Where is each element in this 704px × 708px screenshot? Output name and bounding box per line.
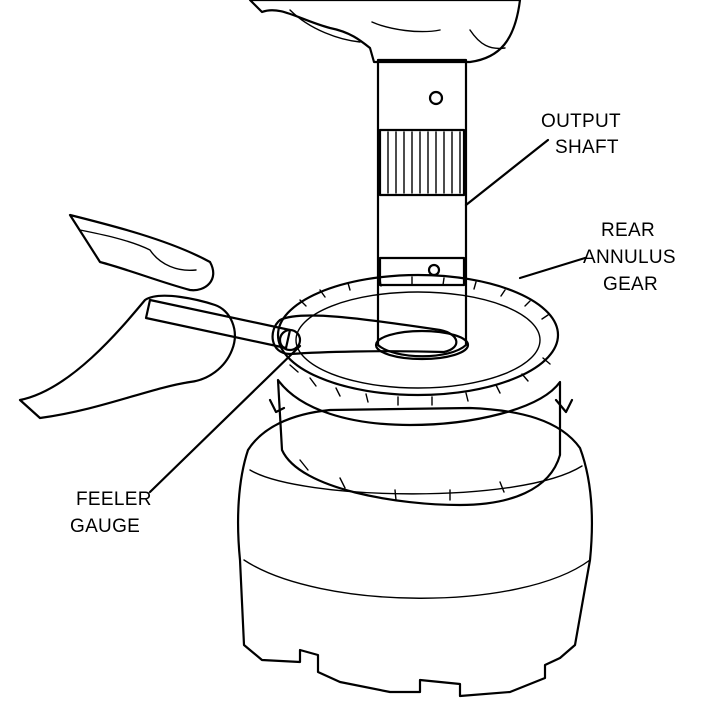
label-rear-annulus-gear-line3: GEAR	[603, 274, 658, 295]
label-rear-annulus-gear-line1: REAR	[601, 220, 655, 241]
upper-hand	[248, 0, 522, 64]
leader-lines	[148, 138, 587, 494]
label-output-shaft-line2: SHAFT	[555, 137, 619, 158]
transmission-housing	[237, 406, 593, 698]
leader-feeler-gauge	[148, 344, 302, 494]
output-shaft	[374, 58, 470, 361]
feeler-gauge	[144, 298, 458, 356]
label-rear-annulus-gear-line2: ANNULUS	[583, 247, 676, 268]
label-feeler-gauge-line1: FEELER	[76, 489, 152, 510]
label-feeler-gauge-line2: GAUGE	[70, 516, 140, 537]
leader-rear-annulus-gear	[518, 256, 587, 280]
rear-annulus-gear	[268, 273, 574, 507]
left-hand	[18, 213, 236, 420]
leader-output-shaft	[464, 138, 550, 207]
label-output-shaft-line1: OUTPUT	[541, 111, 621, 132]
